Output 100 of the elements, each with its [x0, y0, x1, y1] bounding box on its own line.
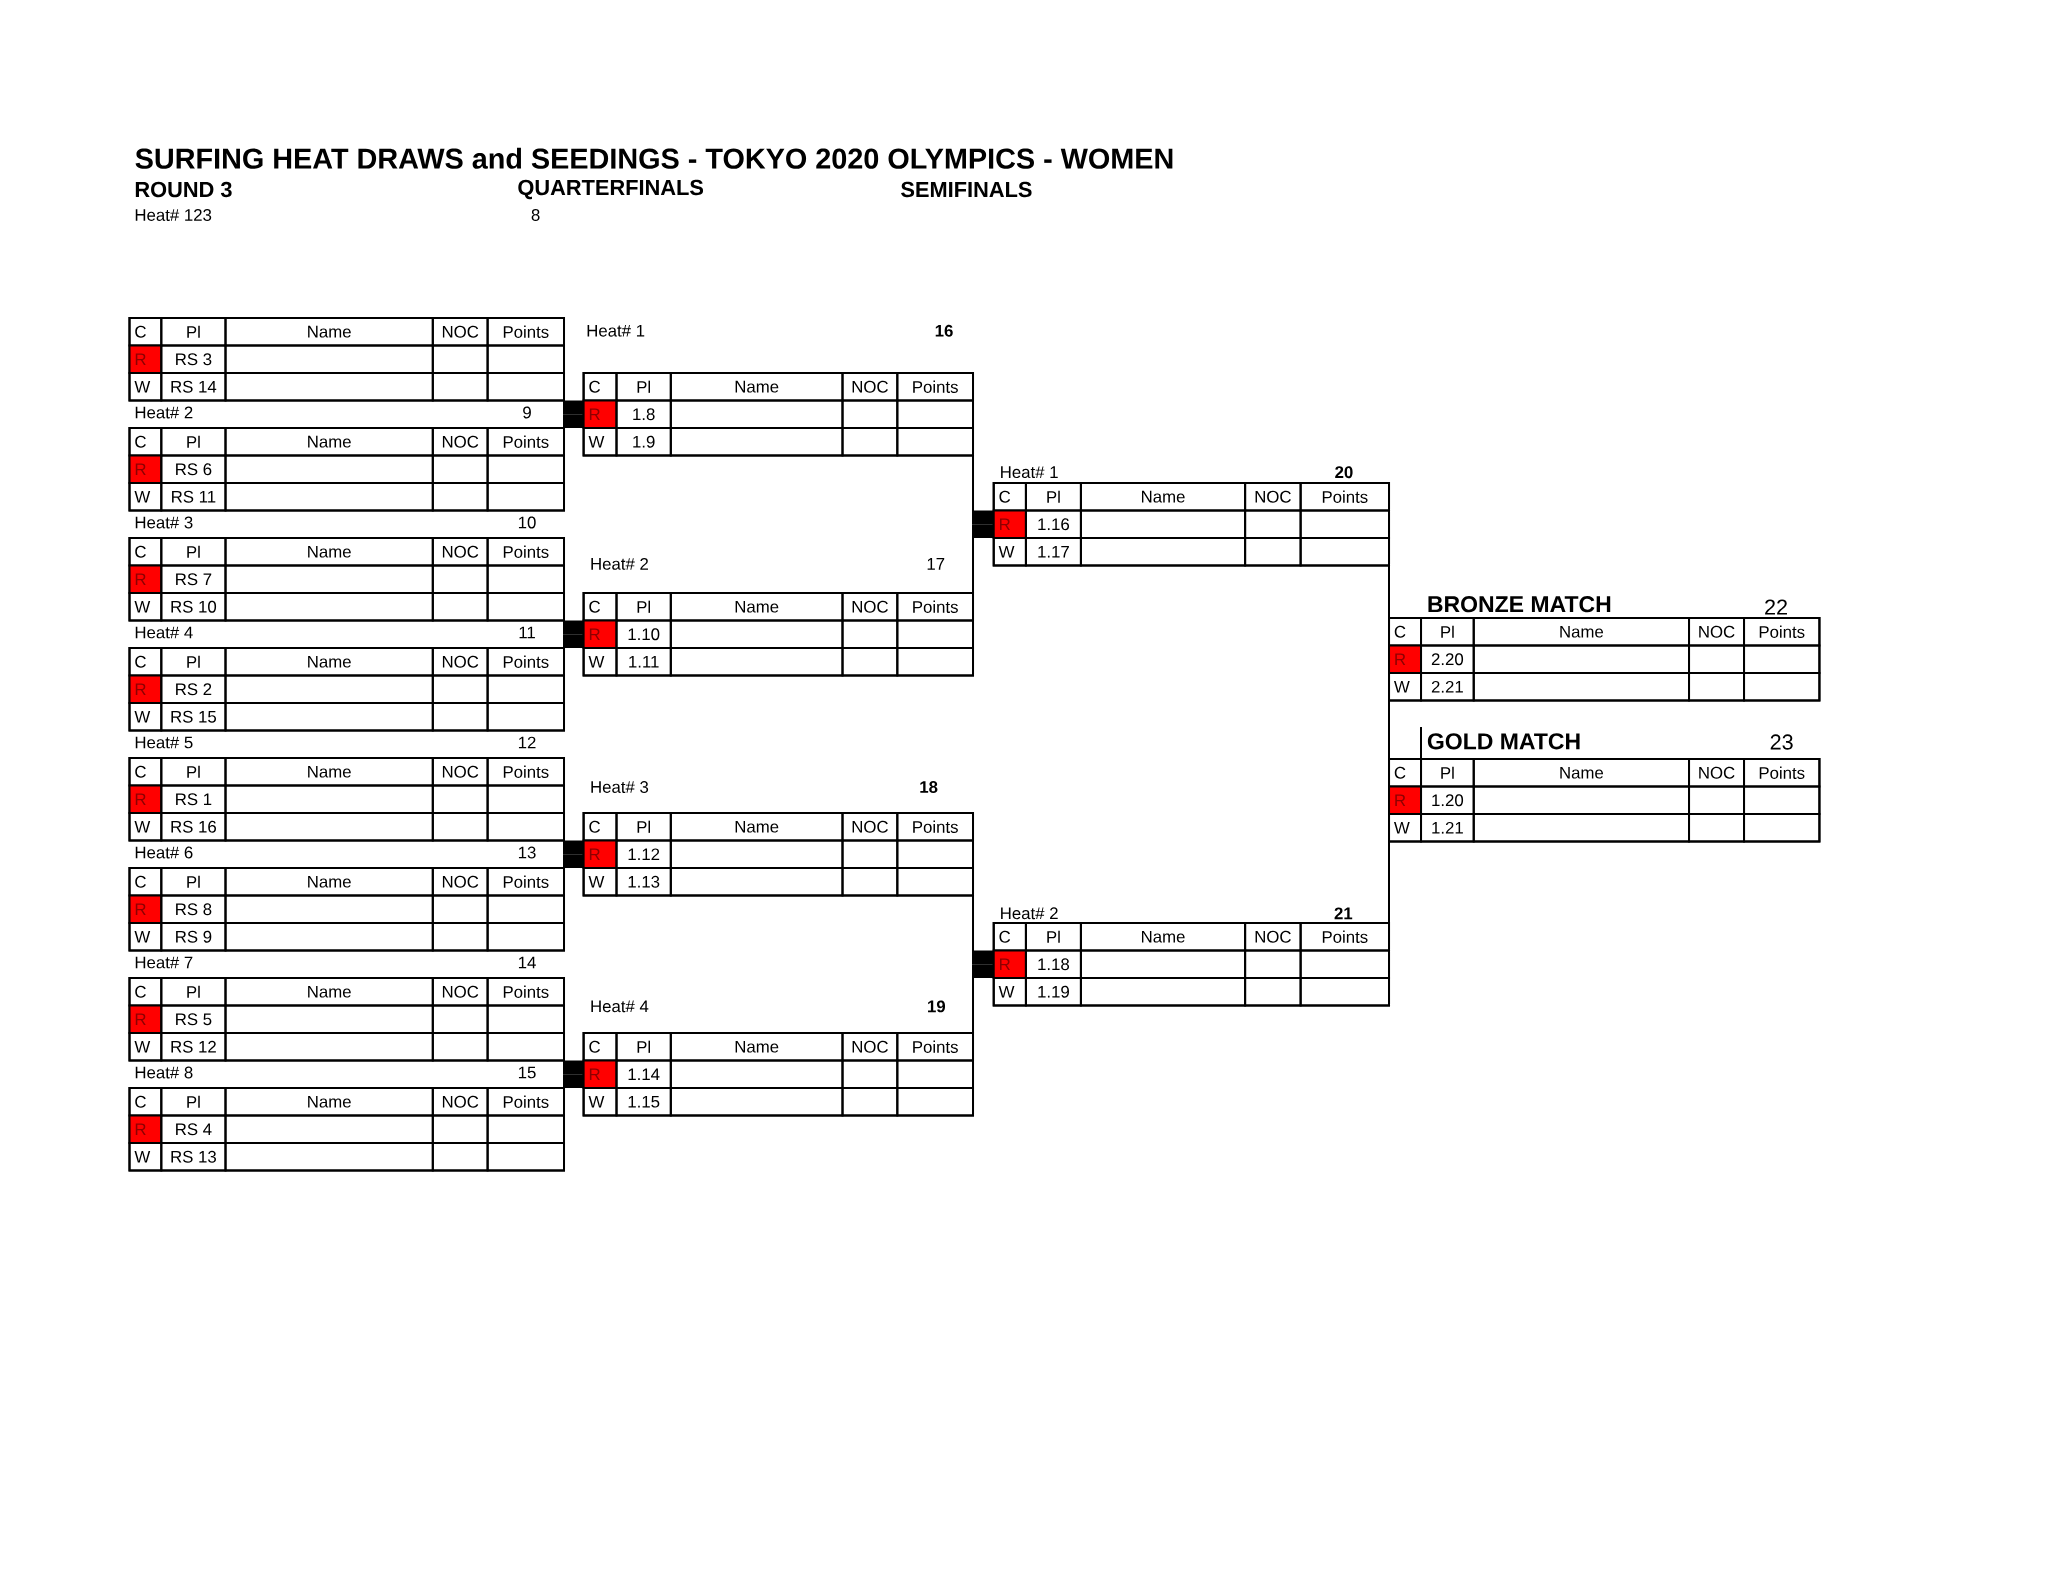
column-header: Name: [224, 757, 434, 787]
column-header: Name: [669, 812, 844, 842]
column-header: Pl: [615, 812, 672, 842]
code-cell: R: [128, 674, 163, 704]
column-header: Pl: [160, 537, 227, 567]
column-header: Points: [1743, 758, 1821, 788]
seed-cell: 1.11: [615, 647, 672, 677]
code-cell: R: [1388, 644, 1423, 674]
seed-cell: 1.17: [1024, 537, 1082, 567]
code-cell: R: [128, 1004, 163, 1034]
code-cell: W: [992, 537, 1027, 567]
column-header: Name: [224, 1087, 434, 1117]
column-header: NOC: [431, 867, 489, 897]
column-header: Pl: [615, 592, 672, 622]
column-header: Pl: [160, 647, 227, 677]
match-heading: GOLD MATCH: [1427, 733, 1580, 750]
code-cell: W: [128, 1032, 163, 1062]
column-header: NOC: [1244, 482, 1302, 512]
seed-cell: RS 3: [160, 344, 227, 374]
code-cell: W: [128, 1142, 163, 1172]
code-cell: W: [1388, 813, 1423, 843]
heat-number: 18: [920, 781, 938, 793]
code-cell: R: [582, 839, 618, 869]
column-header: Points: [1299, 922, 1390, 952]
column-header: NOC: [431, 647, 489, 677]
heat-number: 13: [518, 846, 536, 859]
code-cell: R: [128, 1114, 163, 1144]
heat-heading: Heat# 5: [135, 736, 193, 749]
column-header: Points: [1299, 482, 1390, 512]
code-cell: R: [128, 564, 163, 594]
column-header: NOC: [431, 1087, 489, 1117]
heat-number: 22: [1765, 599, 1787, 615]
heat-number: 19: [928, 1000, 946, 1013]
code-cell: R: [128, 454, 163, 484]
code-cell: W: [128, 592, 163, 622]
seed-cell: 1.14: [615, 1059, 672, 1089]
code-cell: W: [128, 702, 163, 732]
seed-cell: RS 7: [160, 564, 227, 594]
column-header: Name: [224, 537, 434, 567]
column-header: Points: [896, 372, 974, 402]
column-header: Name: [224, 647, 434, 677]
column-header: Points: [486, 1087, 565, 1117]
heat-heading: Heat# 2: [1001, 907, 1058, 920]
seed-cell: 1.9: [615, 427, 672, 457]
seed-cell: 1.15: [615, 1087, 672, 1117]
column-header: NOC: [431, 757, 489, 787]
heat-number: 8: [531, 209, 540, 221]
match-heading: BRONZE MATCH: [1428, 596, 1611, 613]
seed-cell: 1.16: [1024, 509, 1082, 539]
heat-heading: Heat# 4: [135, 626, 193, 639]
heat-heading: Heat# 3: [591, 781, 649, 793]
heat-heading: Heat# 2: [591, 557, 648, 570]
seed-cell: 1.19: [1024, 977, 1082, 1007]
column-header: Pl: [615, 1032, 672, 1062]
heat-number: 9: [523, 406, 531, 419]
seed-cell: 1.8: [615, 399, 672, 429]
bracket-line: [563, 399, 584, 429]
heat-number: 12: [518, 736, 536, 749]
column-header: Points: [896, 592, 974, 622]
column-header: Pl: [160, 977, 227, 1007]
column-header: Name: [1472, 617, 1691, 647]
column-header: NOC: [841, 812, 899, 842]
heat-heading: Heat# 8: [135, 1066, 193, 1079]
code-cell: W: [1388, 672, 1423, 702]
code-cell: R: [582, 399, 618, 429]
round-heading: QUARTERFINALS: [518, 179, 704, 200]
seed-cell: RS 13: [160, 1142, 227, 1172]
column-header: NOC: [841, 592, 899, 622]
column-header: Pl: [615, 372, 672, 402]
heat-heading: Heat# 3: [135, 516, 193, 529]
heat-number: 23: [1770, 734, 1793, 750]
seed-cell: 1.20: [1420, 785, 1475, 815]
column-header: Pl: [1024, 922, 1082, 952]
heat-heading: Heat# 1: [1001, 466, 1058, 479]
heat-number: 21: [1334, 907, 1353, 920]
column-header: Pl: [1420, 758, 1475, 788]
column-header: Points: [486, 977, 565, 1007]
column-header: Points: [486, 427, 565, 457]
column-header: Points: [896, 1032, 974, 1062]
seed-cell: RS 6: [160, 454, 227, 484]
column-header: NOC: [1244, 922, 1302, 952]
column-header: NOC: [431, 427, 489, 457]
code-cell: W: [128, 482, 163, 512]
code-cell: R: [582, 1059, 618, 1089]
heat-heading: Heat# 7: [135, 956, 193, 969]
seed-cell: RS 15: [160, 702, 227, 732]
column-header: Name: [1079, 922, 1247, 952]
bracket-line: [563, 1059, 584, 1089]
seed-cell: 1.13: [615, 867, 672, 897]
column-header: Points: [486, 757, 565, 787]
code-cell: R: [992, 949, 1027, 979]
code-cell: W: [128, 812, 163, 842]
seed-cell: 1.18: [1024, 949, 1082, 979]
heat-heading: Heat# 123: [135, 209, 212, 221]
column-header: Pl: [1024, 482, 1082, 512]
heat-heading: Heat# 4: [591, 1000, 649, 1013]
seed-cell: RS 2: [160, 674, 227, 704]
column-header: Name: [669, 1032, 844, 1062]
heat-number: 14: [518, 956, 536, 969]
code-cell: W: [582, 647, 618, 677]
